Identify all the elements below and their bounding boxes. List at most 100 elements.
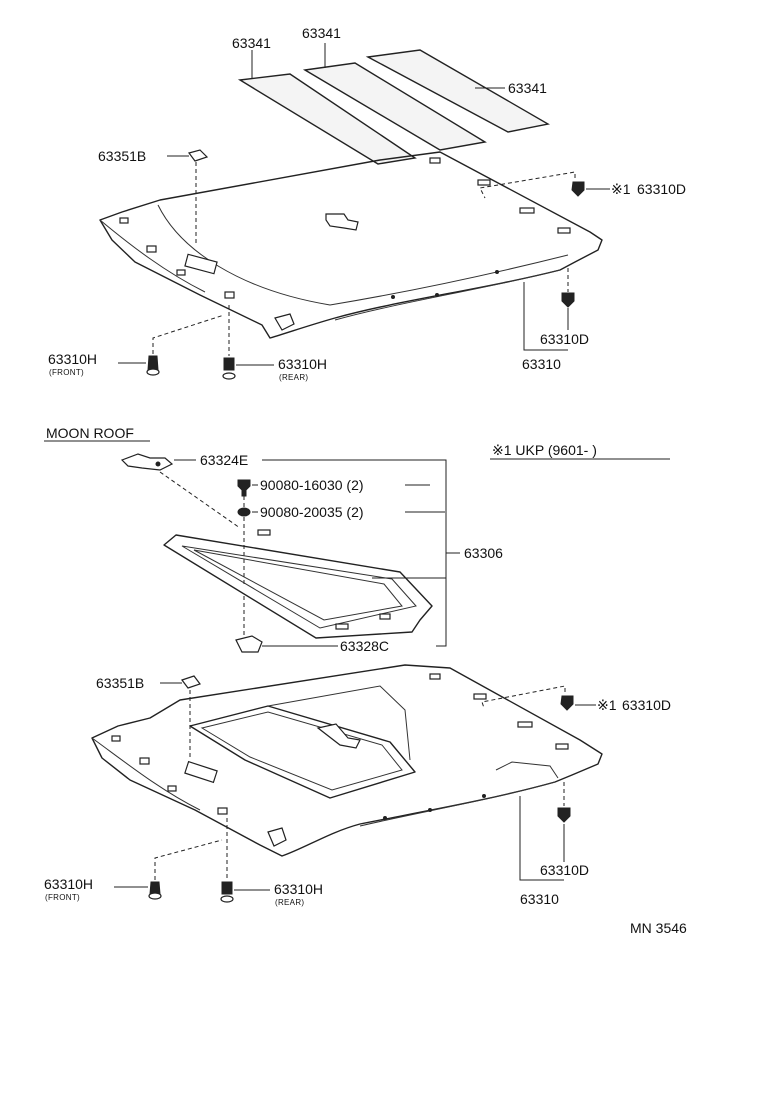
label-clip-h-rear-top: 63310H: [278, 356, 327, 372]
label-cover-bottom: 63351B: [96, 675, 144, 691]
clip-h-front-bot-base: [148, 892, 162, 900]
sunvisor-hole-bot-1: [139, 757, 150, 765]
sunroof-opening-inner: [200, 711, 403, 791]
sunroof-opening-outer: [189, 705, 416, 799]
label-screw: 90080-16030 (2): [260, 477, 364, 493]
holder-dash: [159, 471, 241, 529]
label-clip-h-rear-bot-sub: (REAR): [275, 898, 304, 907]
ukp-note: ※1 UKP (9601- ): [492, 442, 597, 458]
rear-clip-slot-top-3: [557, 227, 571, 234]
sunvisor-hole-bot-2: [217, 807, 228, 815]
clip-63310h-rear-bottom: [221, 881, 233, 895]
label-clip-d-bot-low: 63310D: [540, 862, 589, 878]
rear-corner-pocket: [495, 761, 559, 779]
label-clip-d-bot-mark: ※1: [597, 697, 617, 713]
rear-clip-slot-bot-4: [473, 693, 487, 700]
rear-clip-slot-top-1: [429, 157, 441, 164]
sunvisor-hole-top-1: [146, 245, 157, 253]
sunvisor-hole-bot-3: [167, 785, 177, 792]
silencer-pad-2: [302, 62, 487, 151]
grip-mount-bottom: [267, 827, 287, 847]
moon-roof-trim-frame: [163, 534, 433, 639]
label-clip-d-top-low: 63310D: [540, 331, 589, 347]
clip-63310d-bottom: [560, 695, 574, 711]
clip-point-bot-3: [428, 808, 432, 812]
cover-63351b-top: [187, 149, 209, 162]
clip-h-front-bot-dash: [154, 839, 223, 880]
rear-clip-slot-top-2: [519, 207, 535, 214]
bottom-assembly: 63351B ※1 63310D 63310D 63310 63310H (FR…: [44, 664, 687, 936]
headlining-panel-top: [99, 151, 603, 339]
map-light-hole-top: [184, 253, 218, 275]
label-clip-h-front-top-sub: (FRONT): [49, 368, 84, 377]
label-clip-h-rear-top-sub: (REAR): [279, 373, 308, 382]
center-cutout-bottom: [316, 723, 361, 749]
clip-63310h-rear-top: [223, 357, 235, 371]
clip-63310d-lower: [561, 292, 575, 308]
clip-63310d-top: [571, 181, 585, 197]
clip-h-front-top-dash: [152, 314, 225, 354]
rear-clip-slot-bot-3: [555, 743, 569, 750]
headlining-top-bracket: [523, 282, 568, 351]
cover-63351b-bottom: [181, 675, 201, 689]
label-clip-d-top: 63310D: [637, 181, 686, 197]
label-clip-d-top-mark: ※1: [611, 181, 631, 197]
clip-point-bot-2: [482, 794, 486, 798]
label-clip-h-front-bot: 63310H: [44, 876, 93, 892]
clip-63328c: [235, 635, 263, 653]
label-pad-1: 63341: [232, 35, 271, 51]
clip-63310d-bottom-lower: [557, 807, 571, 823]
headlining-top-inner-edge: [157, 204, 569, 306]
rear-clip-slot-bot-1: [429, 673, 441, 680]
headlining-bottom-front-lip: [359, 781, 556, 827]
label-holder: 63324E: [200, 452, 248, 468]
label-pad-3: 63341: [508, 80, 547, 96]
frame-tab-3: [379, 613, 391, 620]
sunvisor-hole-bot-4: [111, 735, 121, 742]
clip-d-top-dash: [479, 171, 576, 199]
label-cover-top: 63351B: [98, 148, 146, 164]
sunroof-rear-channel: [267, 685, 411, 761]
clip-h-front-top-base: [146, 368, 160, 376]
clip-point-top-1: [391, 295, 395, 299]
screw-90080-16030: [237, 479, 251, 497]
clip-point-bot-1: [383, 816, 387, 820]
label-clip-h-rear-bot: 63310H: [274, 881, 323, 897]
moon-roof-parts: 63324E 90080-16030 (2) 90080-20035 (2) 6…: [120, 452, 503, 654]
moon-roof-trim-frame-inner: [181, 545, 417, 629]
label-headlining-bottom: 63310: [520, 891, 559, 907]
headlining-bottom-side-fold: [91, 737, 201, 811]
map-light-hole-bottom: [184, 760, 218, 784]
rear-clip-slot-bot-2: [517, 721, 533, 728]
headlining-top-side-fold: [99, 219, 206, 293]
label-nut: 90080-20035 (2): [260, 504, 364, 520]
headlining-panel-bottom: [91, 664, 603, 857]
clip-h-rear-bot-base: [220, 895, 234, 903]
clip-63310h-front-bottom: [149, 881, 161, 895]
rear-clip-slot-top-4: [477, 179, 491, 186]
grip-mount-top: [274, 313, 295, 331]
diagram-code: MN 3546: [630, 920, 687, 936]
label-clip-h-front-bot-sub: (FRONT): [45, 893, 80, 902]
clip-63310h-front-top: [147, 355, 159, 371]
clip-h-rear-top-base: [222, 372, 236, 380]
headlining-bottom-bracket: [519, 796, 564, 881]
moon-roof-title: MOON ROOF: [46, 425, 134, 441]
frame-tab-2: [335, 623, 349, 630]
label-clip-h-front-top: 63310H: [48, 351, 97, 367]
headlining-top-front-lip: [334, 269, 561, 321]
silencer-pad-1: [237, 73, 417, 165]
label-clip-d-bot: 63310D: [622, 697, 671, 713]
clip-point-top-2: [495, 270, 499, 274]
sunvisor-hole-top-4: [119, 217, 129, 224]
silencer-pad-3: [365, 49, 550, 133]
holder-hole: [155, 461, 161, 467]
label-trim-assy: 63306: [464, 545, 503, 561]
frame-tab-1: [257, 529, 271, 536]
top-assembly: 63341 63341 63341 63351B ※1 63310D 63310…: [48, 25, 686, 382]
holder-63324e: [120, 453, 174, 471]
sunvisor-hole-top-2: [224, 291, 235, 299]
label-clip-c: 63328C: [340, 638, 389, 654]
moon-roof-trim-frame-opening: [193, 549, 403, 621]
